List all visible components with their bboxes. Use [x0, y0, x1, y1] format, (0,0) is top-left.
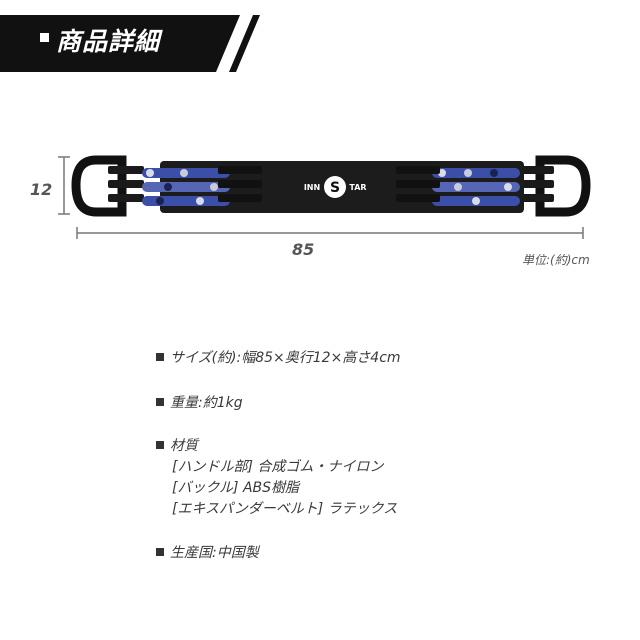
brand-logo: S INN TAR: [303, 176, 367, 198]
bullet-square-icon: [156, 441, 164, 449]
right-buckles: [396, 166, 440, 202]
spec-origin: 生産国:中国製: [156, 543, 259, 564]
spec-origin-text: 生産国:中国製: [170, 545, 259, 561]
bullet-square-icon: [156, 548, 164, 556]
spec-weight-text: 重量:約1kg: [170, 395, 243, 411]
bullet-square-icon: [156, 353, 164, 361]
material-line: [バックル] ABS樹脂: [172, 480, 300, 496]
left-handle: [71, 155, 144, 217]
spec-material: 材質 [ハンドル部] 合成ゴム・ナイロン [バックル] ABS樹脂 [エキスパン…: [156, 436, 397, 520]
spec-material-title: 材質: [170, 438, 198, 454]
unit-label: 単位:(約)cm: [522, 253, 590, 267]
right-expander-tubes: [432, 168, 520, 206]
width-dimension-label: 85: [292, 240, 315, 259]
svg-text:S: S: [330, 180, 340, 196]
height-dimension-line: [58, 156, 70, 215]
material-line: [ハンドル部] 合成ゴム・ナイロン: [172, 459, 384, 475]
header-banner-shape: [0, 15, 260, 72]
right-handle: [518, 155, 591, 217]
page-title: 商品詳細: [56, 27, 161, 56]
svg-text:INN: INN: [304, 183, 320, 192]
product-diagram: S INN TAR: [58, 155, 591, 239]
spec-size: サイズ(約):幅85×奥行12×高さ4cm: [156, 348, 401, 369]
width-dimension-line: [76, 227, 584, 239]
spec-weight: 重量:約1kg: [156, 393, 243, 414]
material-line: [エキスパンダーベルト] ラテックス: [172, 501, 398, 517]
svg-text:TAR: TAR: [349, 183, 366, 192]
header-banner: 商品詳細: [0, 0, 640, 72]
header-square-icon: [40, 33, 49, 42]
bullet-square-icon: [156, 398, 164, 406]
left-expander-tubes: [142, 168, 230, 206]
height-dimension-label: 12: [30, 180, 53, 199]
left-buckles: [218, 166, 262, 202]
spec-size-text: サイズ(約):幅85×奥行12×高さ4cm: [170, 350, 401, 366]
